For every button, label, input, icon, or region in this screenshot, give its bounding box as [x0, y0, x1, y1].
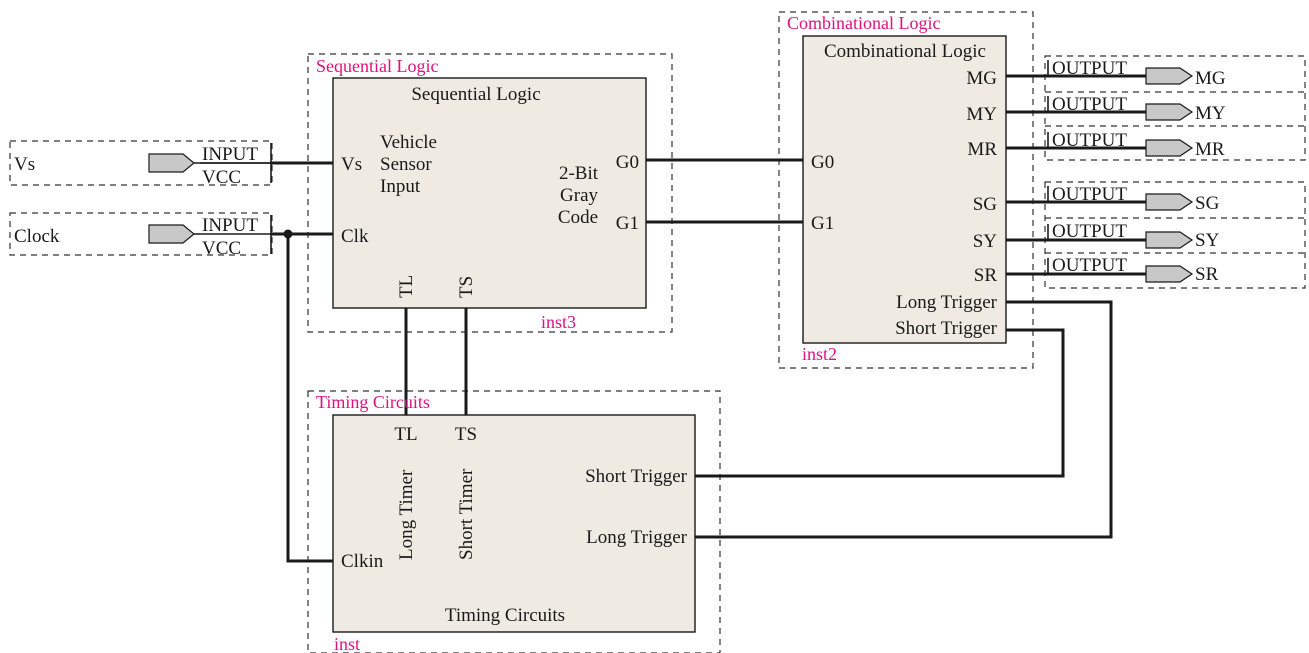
- clock-junction-dot: [283, 229, 293, 239]
- clock-pin-type: INPUT: [202, 215, 258, 236]
- output-type-my: OUTPUT: [1052, 94, 1127, 115]
- sequential-code-line-2: Gray: [560, 185, 598, 206]
- sequential-block-title: Sequential Logic: [411, 84, 540, 105]
- output-pin-sy[interactable]: OUTPUT SY: [1047, 221, 1220, 251]
- combinational-group-label: Combinational Logic: [787, 13, 940, 33]
- vs-pin-name: Vs: [14, 154, 35, 175]
- sequential-pin-tl: TL: [396, 275, 417, 298]
- main-outputs-frame: [1044, 55, 1306, 161]
- sequential-group-label: Sequential Logic: [316, 56, 438, 76]
- combinational-group-frame: [778, 11, 1034, 369]
- output-pin-mr[interactable]: OUTPUT MR: [1047, 130, 1225, 160]
- combinational-block-title: Combinational Logic: [824, 41, 986, 62]
- vs-pin-default: VCC: [202, 167, 241, 188]
- timing-pin-tl: TL: [394, 424, 417, 445]
- timing-group-frame: [307, 390, 721, 653]
- combinational-pin-mr: MR: [967, 139, 997, 160]
- sequential-pin-vs: Vs: [341, 154, 362, 175]
- wire-clkin: [286, 234, 333, 563]
- sequential-code-line-3: Code: [558, 207, 598, 228]
- timing-pin-clkin: Clkin: [341, 551, 384, 572]
- output-type-sr: OUTPUT: [1052, 255, 1127, 276]
- combinational-pin-long-trigger: Long Trigger: [896, 292, 997, 313]
- sequential-pin-g1: G1: [616, 213, 639, 234]
- output-type-sy: OUTPUT: [1052, 221, 1127, 242]
- combinational-pin-sg: SG: [973, 194, 998, 215]
- timing-long-timer-label: Long Timer: [396, 469, 417, 560]
- clock-pin-default: VCC: [202, 238, 241, 259]
- output-name-sg: SG: [1195, 193, 1220, 214]
- timing-block-title: Timing Circuits: [445, 605, 565, 626]
- sequential-pin-ts: TS: [456, 276, 477, 298]
- sequential-group-frame: [307, 53, 673, 333]
- output-type-mg: OUTPUT: [1052, 58, 1127, 79]
- timing-pin-short-trigger: Short Trigger: [585, 466, 688, 487]
- timing-instance-label: inst: [334, 634, 360, 653]
- output-name-my: MY: [1195, 103, 1226, 124]
- wire-short-trigger: [695, 328, 1065, 478]
- clock-input-frame: [9, 212, 273, 256]
- output-pin-my[interactable]: OUTPUT MY: [1047, 94, 1226, 124]
- sequential-pin-g0: G0: [616, 152, 639, 173]
- sequential-code-line-1: 2-Bit: [559, 163, 599, 184]
- output-pin-sg[interactable]: OUTPUT SG: [1047, 184, 1220, 214]
- sequential-pin-clk: Clk: [341, 226, 369, 247]
- timing-circuits-block[interactable]: [332, 414, 696, 633]
- combinational-pin-sy: SY: [973, 231, 998, 252]
- clock-pin-name: Clock: [14, 226, 60, 247]
- output-name-sr: SR: [1195, 264, 1219, 285]
- combinational-logic-block[interactable]: [802, 35, 1007, 344]
- wire-long-trigger: [695, 300, 1113, 539]
- timing-pin-long-trigger: Long Trigger: [586, 527, 687, 548]
- vs-input-pin[interactable]: Vs INPUT VCC: [14, 143, 272, 188]
- combinational-pin-short-trigger: Short Trigger: [895, 318, 998, 339]
- combinational-pin-sr: SR: [974, 265, 998, 286]
- timing-short-timer-label: Short Timer: [456, 468, 477, 560]
- output-type-mr: OUTPUT: [1052, 130, 1127, 151]
- timing-pin-ts: TS: [455, 424, 477, 445]
- output-name-mr: MR: [1195, 139, 1225, 160]
- output-pin-mg[interactable]: OUTPUT MG: [1047, 58, 1226, 89]
- sequential-desc-line-2: Sensor: [380, 154, 432, 175]
- combinational-pin-g0: G0: [811, 152, 834, 173]
- output-name-sy: SY: [1195, 230, 1220, 251]
- combinational-pin-mg: MG: [966, 68, 997, 89]
- combinational-instance-label: inst2: [802, 344, 837, 364]
- output-pin-sr[interactable]: OUTPUT SR: [1047, 255, 1219, 285]
- combinational-pin-g1: G1: [811, 213, 834, 234]
- sequential-desc-line-1: Vehicle: [380, 132, 437, 153]
- combinational-pin-my: MY: [966, 104, 997, 125]
- vs-pin-type: INPUT: [202, 144, 258, 165]
- output-type-sg: OUTPUT: [1052, 184, 1127, 205]
- side-outputs-frame: [1044, 181, 1306, 289]
- sequential-logic-block[interactable]: [332, 77, 647, 309]
- sequential-desc-line-3: Input: [380, 176, 421, 197]
- output-name-mg: MG: [1195, 68, 1226, 89]
- timing-group-label: Timing Circuits: [316, 392, 430, 412]
- sequential-instance-label: inst3: [541, 312, 576, 332]
- clock-input-pin[interactable]: Clock INPUT VCC: [14, 215, 272, 259]
